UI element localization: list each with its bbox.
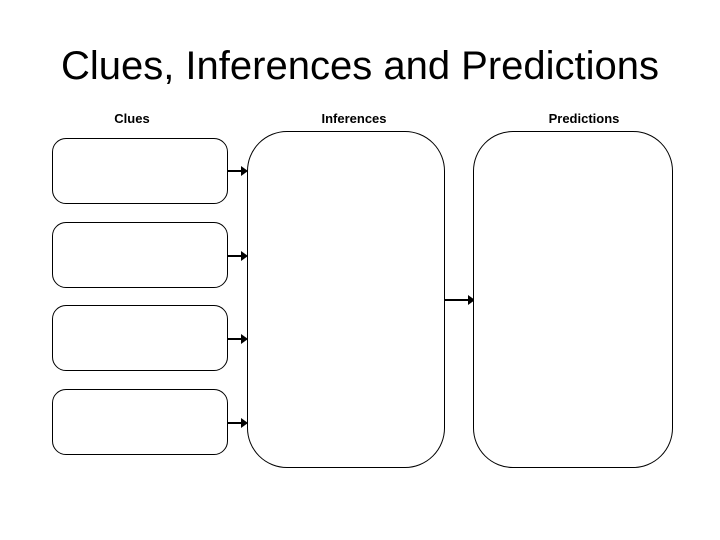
arrow-clue1-to-inferences-icon [228, 166, 248, 176]
clue-box-1 [52, 138, 228, 204]
inferences-box [247, 131, 445, 468]
arrow-clue2-to-inferences-icon [228, 251, 248, 261]
slide-title: Clues, Inferences and Predictions [60, 44, 660, 88]
predictions-box [473, 131, 673, 468]
arrow-clue3-to-inferences-icon [228, 334, 248, 344]
column-header-predictions: Predictions [548, 111, 620, 126]
arrow-clue4-to-inferences-icon [228, 418, 248, 428]
clue-box-4 [52, 389, 228, 455]
column-header-clues: Clues [114, 111, 150, 126]
column-header-inferences: Inferences [321, 111, 387, 126]
arrow-inferences-to-predictions-icon [445, 295, 475, 305]
clue-box-2 [52, 222, 228, 288]
clue-box-3 [52, 305, 228, 371]
